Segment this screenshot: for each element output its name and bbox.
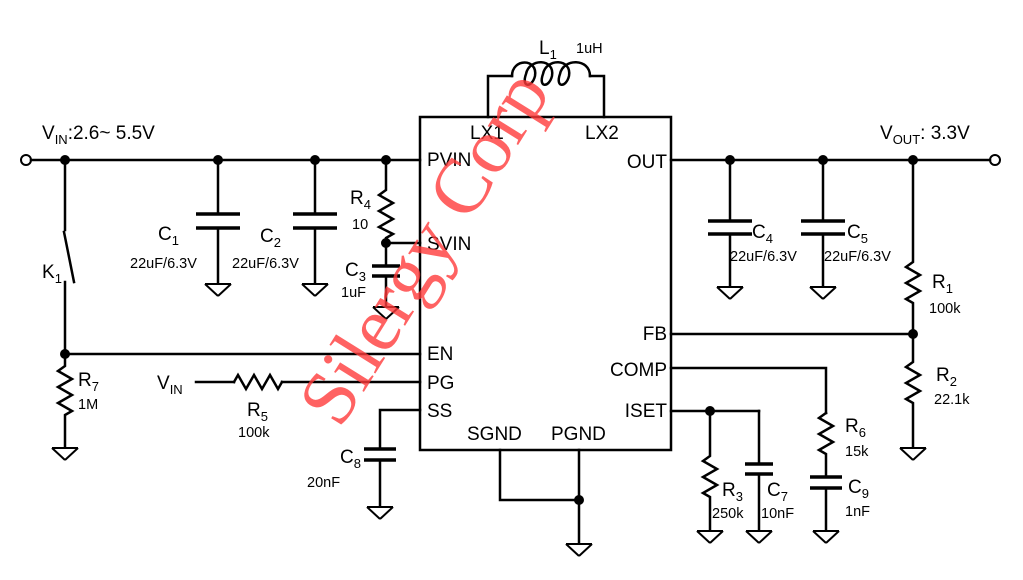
- capacitor-c3: [372, 241, 400, 320]
- pin-svin: SVIN: [427, 234, 471, 255]
- r4-value: 10: [352, 217, 368, 233]
- vin-pg-label: VIN: [157, 373, 183, 397]
- c5-value: 22uF/6.3V: [824, 249, 891, 265]
- c9-label: C9: [848, 477, 869, 501]
- c8-value: 20nF: [307, 475, 340, 491]
- capacitor-c8: [364, 408, 422, 520]
- pin-ss: SS: [427, 401, 452, 422]
- r6-value: 15k: [845, 444, 869, 460]
- capacitor-c5: [801, 158, 845, 300]
- r2-label: R2: [936, 365, 957, 389]
- ic-body: [418, 115, 673, 452]
- c5-label: C5: [847, 222, 868, 246]
- r2-value: 22.1k: [934, 392, 970, 408]
- l1-value: 1uH: [576, 41, 603, 57]
- capacitor-c4: [708, 158, 752, 300]
- vout-label: VOUT: 3.3V: [880, 123, 970, 147]
- pin-lx2: LX2: [585, 123, 619, 144]
- feedback-net: [669, 329, 918, 339]
- switch-k1-label: K1: [42, 262, 62, 286]
- r7-value: 1M: [78, 397, 98, 413]
- c1-label: C1: [158, 224, 179, 248]
- r3-label: R3: [722, 480, 743, 504]
- r6-label: R6: [845, 416, 866, 440]
- resistor-r5: [194, 372, 422, 392]
- r1-label: R1: [932, 272, 953, 296]
- r1-value: 100k: [929, 301, 961, 317]
- pin-pg: PG: [427, 373, 454, 394]
- c3-label: C3: [345, 260, 366, 284]
- pin-pgnd: PGND: [551, 424, 606, 445]
- watermark-text: Silergy Corp: [281, 54, 566, 439]
- c7-value: 10nF: [761, 506, 794, 522]
- resistor-r1: [903, 158, 923, 336]
- pin-sgnd: SGND: [467, 424, 522, 445]
- c3-value: 1uF: [341, 285, 366, 301]
- l1-label: L1: [539, 38, 557, 62]
- comp-network: [669, 366, 842, 544]
- c4-value: 22uF/6.3V: [730, 249, 797, 265]
- c9-value: 1nF: [845, 504, 870, 520]
- pin-pvin: PVIN: [427, 150, 471, 171]
- pin-comp: COMP: [610, 360, 667, 381]
- r7-label: R7: [78, 370, 99, 394]
- capacitor-c1: [196, 158, 240, 297]
- ground-connection: [498, 448, 593, 557]
- r5-label: R5: [247, 400, 268, 424]
- r4-label: R4: [350, 188, 371, 212]
- pin-lx1: LX1: [470, 123, 504, 144]
- c8-label: C8: [340, 447, 361, 471]
- r5-value: 100k: [238, 425, 270, 441]
- pin-en: EN: [427, 344, 453, 365]
- c4-label: C4: [752, 222, 773, 246]
- vin-label: VIN:2.6~ 5.5V: [42, 123, 155, 147]
- pin-iset: ISET: [625, 401, 668, 422]
- c7-label: C7: [767, 480, 788, 504]
- c1-value: 22uF/6.3V: [130, 256, 197, 272]
- capacitor-c2: [293, 158, 337, 297]
- vout-rail: [669, 154, 1001, 166]
- resistor-r2: [899, 332, 927, 461]
- r3-value: 250k: [712, 506, 744, 522]
- resistor-r4: [376, 158, 422, 248]
- resistor-r7: [51, 352, 79, 461]
- vin-rail: [20, 154, 422, 166]
- c2-label: C2: [260, 226, 281, 250]
- c2-value: 22uF/6.3V: [232, 256, 299, 272]
- inductor-l1: [486, 61, 606, 119]
- switch-k1: [60, 158, 422, 359]
- pin-out: OUT: [627, 152, 668, 173]
- pin-fb: FB: [643, 324, 667, 345]
- iset-network: [669, 406, 773, 544]
